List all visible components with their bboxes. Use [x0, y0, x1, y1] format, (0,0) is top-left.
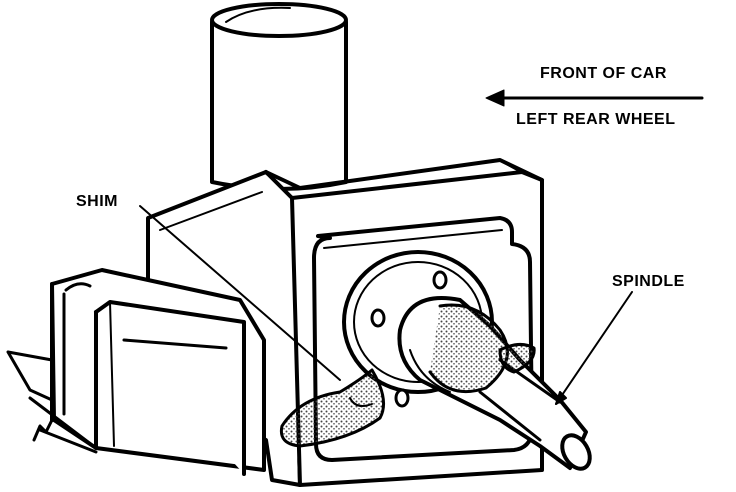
- frame-rail: [6, 268, 266, 476]
- spindle-label: SPINDLE: [612, 273, 685, 290]
- shim-label: SHIM: [76, 193, 118, 210]
- left-rear-wheel-label: LEFT REAR WHEEL: [516, 111, 676, 128]
- shim: [279, 343, 536, 448]
- direction-arrow: [485, 89, 704, 107]
- upper-tube: [210, 2, 348, 191]
- front-of-car-label: FRONT OF CAR: [540, 65, 667, 82]
- leader-lines: [139, 205, 633, 405]
